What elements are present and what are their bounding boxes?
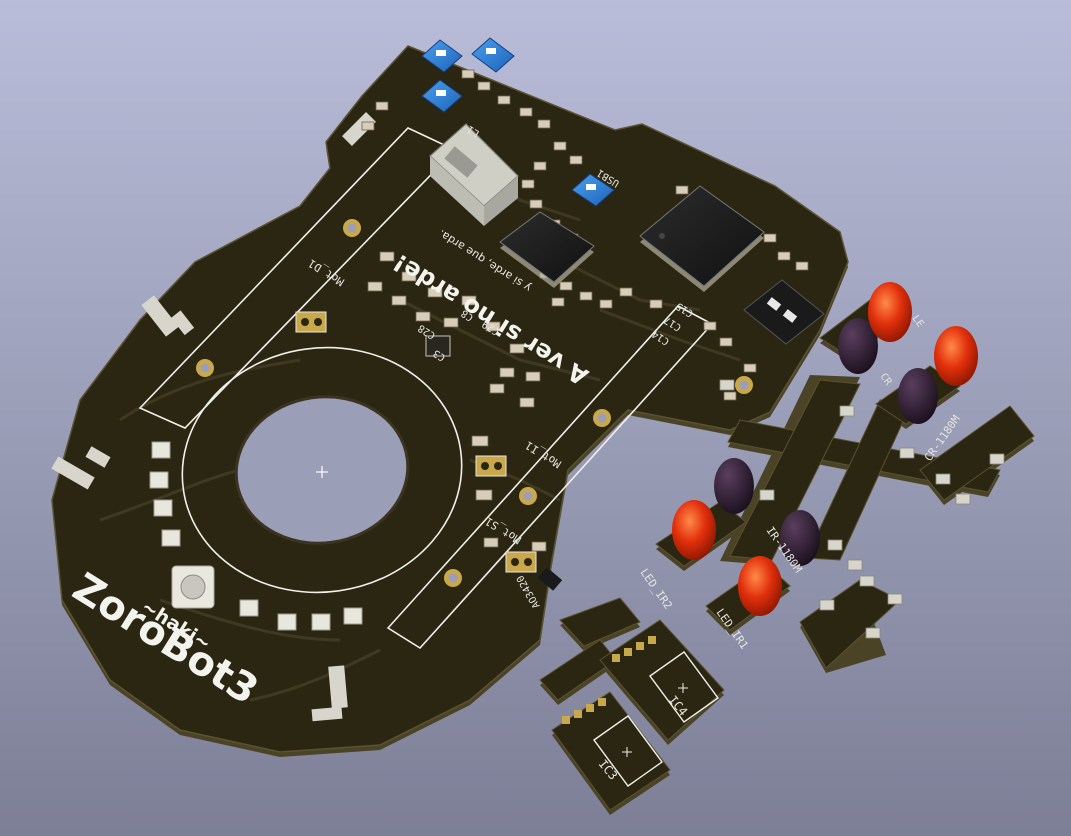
photo-sensors (714, 318, 938, 566)
transistor-ao3420 (537, 567, 563, 591)
board-top (51, 45, 849, 753)
ref-l1: L1 (466, 123, 482, 139)
bottom-sensor-tabs: IC3 IC4 (539, 597, 725, 815)
ir-leds (672, 282, 978, 616)
driver-chip (499, 211, 595, 288)
qfn-chip (425, 335, 451, 357)
sensor-board: LED_IR2 LED_IR1 CR-1180M IR-1180M CR LE (638, 282, 1035, 673)
ref-c8: C8 (460, 307, 476, 323)
mcu-chip (639, 185, 765, 292)
ref-c3: C3 (432, 347, 448, 363)
motor-connectors (295, 311, 537, 573)
usb-connector (429, 123, 519, 226)
edge-sensor-pads (51, 112, 376, 722)
crosshair-icon (316, 466, 328, 478)
dip-switch (743, 279, 825, 345)
mounting-holes (196, 219, 753, 587)
main-board: ZoroBot3 ~haki~ A ver si no arde! y si a… (51, 37, 849, 757)
smd-led-arc (149, 441, 363, 631)
rgb-led (171, 565, 215, 609)
